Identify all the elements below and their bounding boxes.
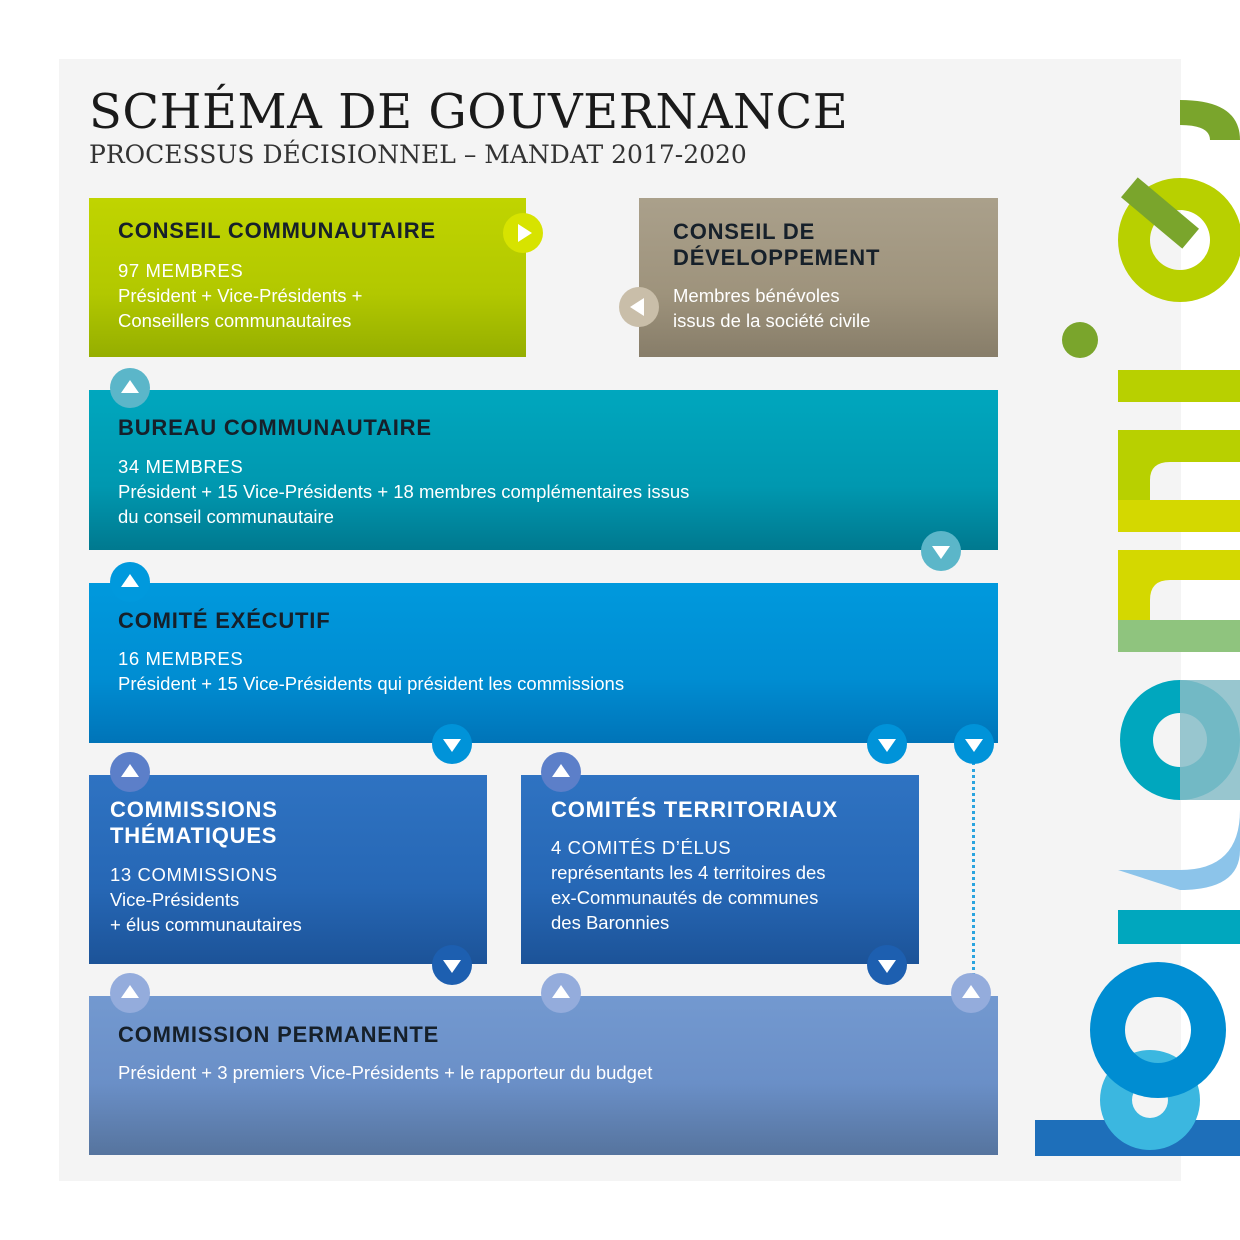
down-arrow-icon [867, 945, 907, 985]
bureau-communautaire-description: Président + 15 Vice-Présidents + 18 memb… [118, 481, 690, 527]
conseil-communautaire-title: CONSEIL COMMUNAUTAIRE [118, 218, 436, 243]
conseil-developpement-description: Membres bénévoles issus de la société ci… [673, 285, 871, 331]
page-subtitle: PROCESSUS DÉCISIONNEL – MANDAT 2017-2020 [89, 140, 747, 169]
comite-executif-box: COMITÉ EXÉCUTIF 16 MEMBRES Président + 1… [89, 583, 998, 743]
comites-territoriaux-description: représentants les 4 territoires des ex-C… [551, 862, 826, 933]
up-arrow-icon [110, 752, 150, 792]
logo-letter-i-stem [1118, 370, 1240, 402]
commissions-thematiques-box: COMMISSIONS THÉMATIQUES 13 COMMISSIONS V… [89, 775, 487, 964]
up-arrow-icon [110, 368, 150, 408]
comite-executif-description: Président + 15 Vice-Présidents qui prési… [118, 673, 625, 694]
logo-letter-r-arm [1118, 810, 1240, 890]
commissions-thematiques-title: COMMISSIONS THÉMATIQUES [110, 797, 278, 848]
commissions-thematiques-description: Vice-Présidents + élus communautaires [110, 889, 302, 935]
up-arrow-icon [541, 973, 581, 1013]
bureau-communautaire-title: BUREAU COMMUNAUTAIRE [118, 415, 432, 440]
conseil-communautaire-count: 97 MEMBRES [118, 260, 244, 281]
down-arrow-icon [432, 724, 472, 764]
up-arrow-icon [110, 562, 150, 602]
up-arrow-icon [110, 973, 150, 1013]
comites-territoriaux-box: COMITÉS TERRITORIAUX 4 COMITÉS D’ÉLUS re… [521, 775, 919, 964]
down-arrow-icon [954, 724, 994, 764]
up-arrow-icon [541, 752, 581, 792]
conseil-developpement-title: CONSEIL DE DÉVELOPPEMENT [673, 219, 881, 270]
conseil-developpement-box: CONSEIL DE DÉVELOPPEMENT Membres bénévol… [639, 198, 998, 357]
comites-territoriaux-title: COMITÉS TERRITORIAUX [551, 797, 838, 822]
commission-permanente-title: COMMISSION PERMANENTE [118, 1022, 440, 1047]
logo-letter-n2-arch [1118, 430, 1240, 500]
right-arrow-icon [503, 213, 543, 253]
left-arrow-icon [619, 287, 659, 327]
logo-letter-i-dot [1062, 322, 1098, 358]
conseil-communautaire-description: Président + Vice-Présidents + Conseiller… [118, 285, 363, 331]
comites-territoriaux-count: 4 COMITÉS D’ÉLUS [551, 837, 732, 858]
logo-letter-o-shade [1180, 680, 1240, 800]
logo-letter-n1-stem [1118, 620, 1240, 652]
bureau-communautaire-box: BUREAU COMMUNAUTAIRE 34 MEMBRES Présiden… [89, 390, 998, 550]
dotted-connector-line [972, 762, 975, 976]
logo-letter-s [1180, 100, 1240, 140]
logo-letter-n1-arch [1118, 550, 1240, 620]
page-title: SCHÉMA DE GOUVERNANCE [89, 84, 849, 140]
commissions-thematiques-count: 13 COMMISSIONS [110, 864, 278, 885]
logo-letter-e-bar [1121, 177, 1199, 249]
comite-executif-title: COMITÉ EXÉCUTIF [118, 608, 331, 633]
commission-permanente-box: COMMISSION PERMANENTE Président + 3 prem… [89, 996, 998, 1155]
down-arrow-icon [921, 531, 961, 571]
comite-executif-count: 16 MEMBRES [118, 648, 244, 669]
logo-letter-r-stem [1118, 910, 1240, 944]
down-arrow-icon [432, 945, 472, 985]
baronnies-logo [1035, 100, 1240, 1156]
logo-letter-n2-stem [1118, 500, 1240, 532]
down-arrow-icon [867, 724, 907, 764]
up-arrow-icon [951, 973, 991, 1013]
logo-letter-a [1090, 962, 1226, 1098]
commission-permanente-description: Président + 3 premiers Vice-Présidents +… [118, 1062, 653, 1083]
conseil-communautaire-box: CONSEIL COMMUNAUTAIRE 97 MEMBRES Préside… [89, 198, 526, 357]
bureau-communautaire-count: 34 MEMBRES [118, 456, 244, 477]
